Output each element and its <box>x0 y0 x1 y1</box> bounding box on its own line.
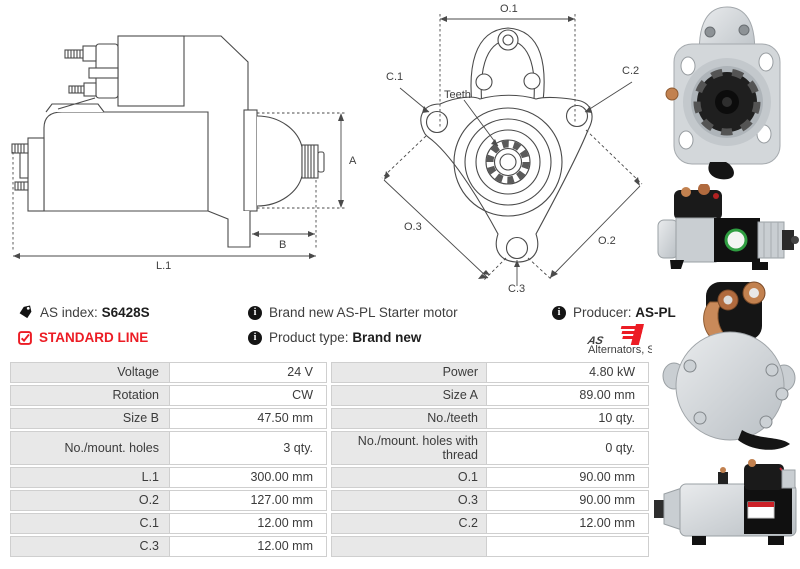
spec-label-cell: L.1 <box>10 467 170 488</box>
spec-value-cell: 0 qty. <box>487 431 649 465</box>
spec-label-cell: C.2 <box>331 513 487 534</box>
spec-label-cell: O.3 <box>331 490 487 511</box>
spec-value-cell: 127.00 mm <box>170 490 327 511</box>
spec-value-cell: 89.00 mm <box>487 385 649 406</box>
spec-label-cell: O.1 <box>331 467 487 488</box>
spec-value-cell: 12.00 mm <box>170 513 327 534</box>
starter-front-view-photo <box>665 6 781 180</box>
spec-value-cell: 47.50 mm <box>170 408 327 429</box>
teeth-label: Teeth <box>444 89 471 101</box>
spec-value-cell: 10 qty. <box>487 408 649 429</box>
standard-line-badge: STANDARD LINE <box>18 330 148 345</box>
info-icon: i <box>248 305 262 320</box>
info-icon: i <box>552 305 566 320</box>
producer-line: i Producer: AS-PL <box>552 305 676 320</box>
checkbox-checked-icon <box>18 330 32 345</box>
spec-label-cell: No./mount. holes with thread <box>331 431 487 465</box>
dim-label-c2: C.2 <box>622 65 639 77</box>
spec-value-cell: 4.80 kW <box>487 362 649 383</box>
spec-label-cell: Voltage <box>10 362 170 383</box>
spec-value-cell: 300.00 mm <box>170 467 327 488</box>
spec-label-cell: O.2 <box>10 490 170 511</box>
producer-label: Producer: <box>573 305 632 320</box>
spec-value-cell: 90.00 mm <box>487 490 649 511</box>
spec-label-cell: Size B <box>10 408 170 429</box>
dim-label-a: A <box>349 155 357 167</box>
dim-label-c1: C.1 <box>386 71 403 83</box>
producer-value: AS-PL <box>635 305 676 320</box>
brand-new-text: Brand new AS-PL Starter motor <box>269 305 458 320</box>
tag-icon <box>19 305 32 319</box>
starter-side-view-photo <box>657 184 799 270</box>
spec-label-cell <box>331 536 487 557</box>
as-index-value: S6428S <box>101 305 150 320</box>
as-pl-logo: AS Alternators, Starters & Parts <box>584 324 725 361</box>
spec-value-cell: 24 V <box>170 362 327 383</box>
dim-label-l1: L.1 <box>156 260 171 272</box>
spec-value-cell <box>487 536 649 557</box>
spec-value-cell: CW <box>170 385 327 406</box>
as-pl-logo-text: AS <box>585 335 605 347</box>
dim-label-o2: O.2 <box>598 235 616 247</box>
spec-label-cell: No./mount. holes <box>10 431 170 465</box>
product-type-label: Product type: <box>269 330 349 345</box>
info-icon: i <box>248 330 262 345</box>
technical-drawing-side-view: A B L.1 <box>11 35 357 272</box>
product-type-line: i Product type: Brand new <box>248 330 421 345</box>
starter-rear-solenoid-photo <box>662 281 796 450</box>
spec-label-cell: Size A <box>331 385 487 406</box>
spec-label-cell: Rotation <box>10 385 170 406</box>
as-index-line: AS index: S6428S <box>18 305 150 320</box>
product-photo-column <box>652 0 800 569</box>
as-index-label: AS index: <box>40 305 98 320</box>
dim-label-o3: O.3 <box>404 221 422 233</box>
as-pl-logo-tagline: Alternators, Starters & Parts <box>588 344 652 356</box>
spec-label-cell: No./teeth <box>331 408 487 429</box>
dim-label-c3: C.3 <box>508 283 525 293</box>
standard-line-label: STANDARD LINE <box>39 330 149 345</box>
brand-new-line: i Brand new AS-PL Starter motor <box>248 305 458 320</box>
product-type-value: Brand new <box>352 330 422 345</box>
starter-side-view-photo-2 <box>654 459 797 545</box>
spec-label-cell: Power <box>331 362 487 383</box>
table-row <box>331 536 649 557</box>
spec-value-cell: 12.00 mm <box>487 513 649 534</box>
spec-value-cell: 3 qty. <box>170 431 327 465</box>
spec-label-cell: C.3 <box>10 536 170 557</box>
spec-value-cell: 90.00 mm <box>487 467 649 488</box>
spec-label-cell: C.1 <box>10 513 170 534</box>
technical-drawing-front-view: O.1 C.1 C.2 Teeth O.3 O.2 C.3 <box>381 3 643 293</box>
dim-label-o1: O.1 <box>500 3 518 15</box>
spec-value-cell: 12.00 mm <box>170 536 327 557</box>
dim-label-b: B <box>279 239 286 251</box>
